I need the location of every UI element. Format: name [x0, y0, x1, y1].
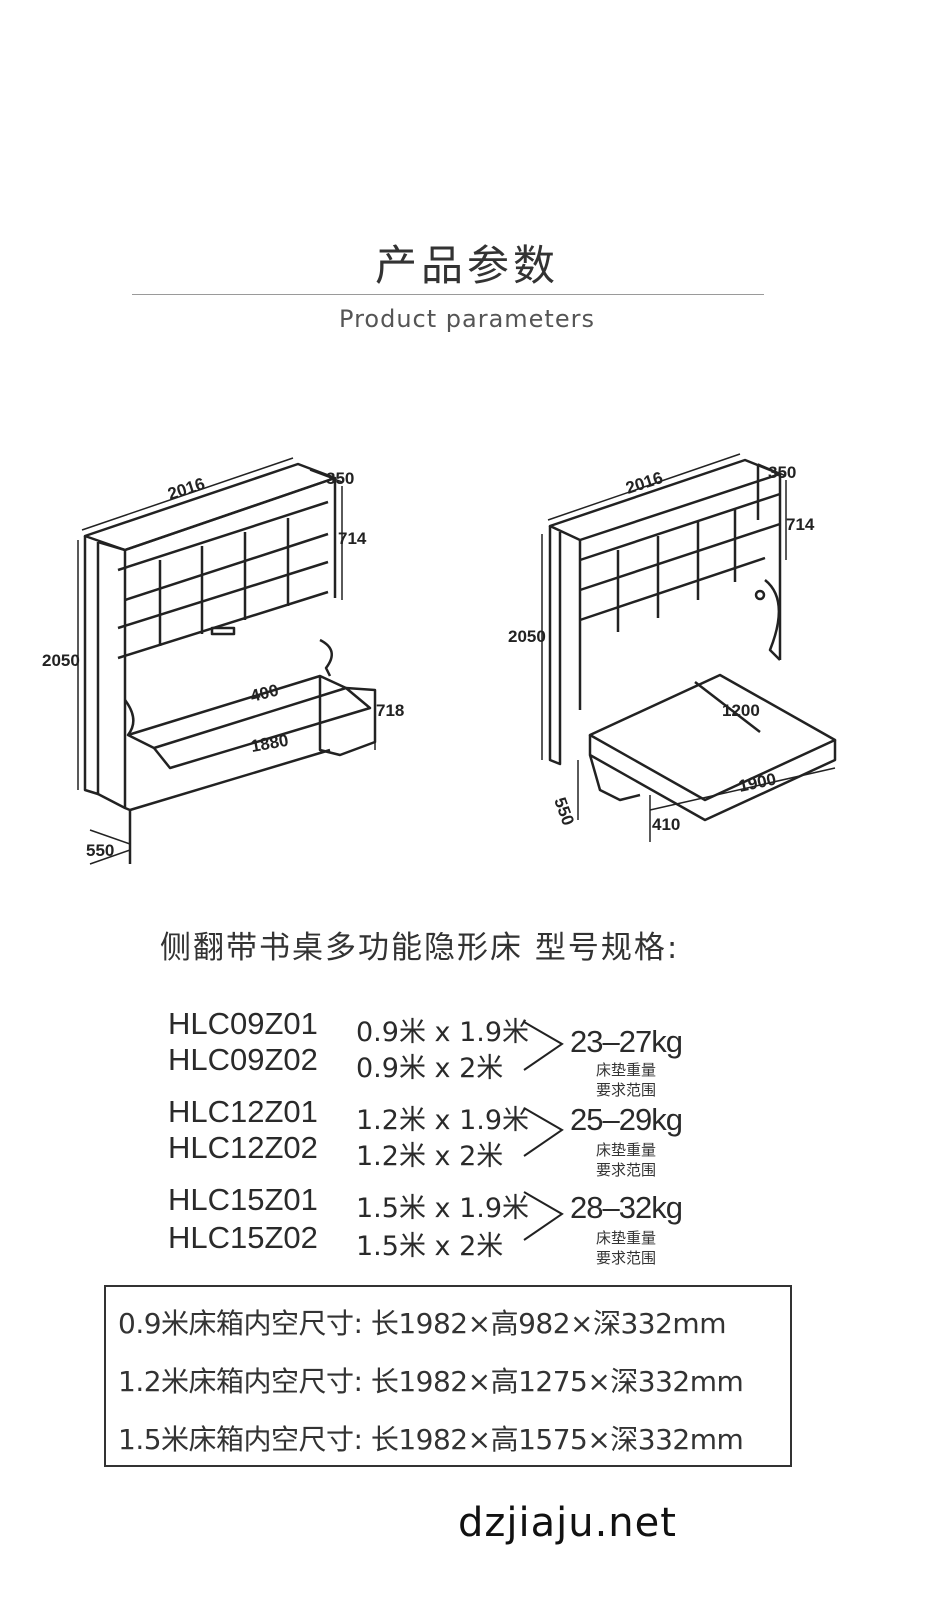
model-code: HLC12Z01 — [168, 1094, 318, 1129]
weight-note: 床垫重量 — [595, 1061, 656, 1079]
group-brace-icon — [523, 1107, 564, 1157]
drawing-desk-mode: 2016 350 714 2050 400 718 1880 550 — [42, 457, 404, 865]
dim-depth-top: 350 — [326, 469, 354, 488]
dim-depth-top: 350 — [768, 463, 796, 482]
dim-width-top: 2016 — [165, 474, 207, 504]
group-brace-icon — [523, 1191, 564, 1241]
dim-shelf-height: 714 — [338, 529, 367, 548]
model-size: 1.2米 x 2米 — [356, 1141, 504, 1172]
dim-bed-height: 410 — [652, 815, 680, 834]
dim-bed-length: 1900 — [737, 769, 778, 795]
drawing-bed-mode: 2016 350 714 2050 1200 1900 550 410 — [508, 453, 837, 842]
weight-range: 25–29kg — [570, 1102, 683, 1137]
weight-range: 23–27kg — [570, 1024, 683, 1059]
dim-bed-width: 1200 — [722, 701, 760, 720]
model-code: HLC15Z01 — [168, 1182, 318, 1217]
model-code: HLC12Z02 — [168, 1130, 318, 1165]
model-code: HLC15Z02 — [168, 1220, 318, 1255]
dim-desk-depth: 400 — [248, 681, 280, 706]
model-size: 0.9米 x 1.9米 — [356, 1017, 530, 1048]
weight-note: 要求范围 — [595, 1249, 656, 1267]
model-size: 0.9米 x 2米 — [356, 1053, 504, 1084]
page-subtitle: Product parameters — [339, 305, 595, 333]
dim-base-depth: 550 — [550, 795, 578, 828]
spec-title: 侧翻带书桌多功能隐形床 型号规格: — [160, 930, 680, 966]
inner-size-line: 0.9米床箱内空尺寸: 长1982×高982×深332mm — [118, 1307, 726, 1340]
weight-note: 要求范围 — [595, 1081, 656, 1099]
dim-desk-height: 718 — [376, 701, 404, 720]
inner-size-box — [104, 1285, 792, 1467]
dim-base-depth: 550 — [86, 841, 114, 860]
dim-total-height: 2050 — [42, 651, 80, 670]
group-brace-icon — [523, 1021, 564, 1071]
model-code: HLC09Z02 — [168, 1042, 318, 1077]
dim-desk-width: 1880 — [249, 731, 290, 756]
title-divider — [132, 294, 764, 295]
model-size: 1.2米 x 1.9米 — [356, 1105, 530, 1136]
dim-shelf-height: 714 — [786, 515, 815, 534]
model-size: 1.5米 x 1.9米 — [356, 1193, 530, 1224]
weight-note: 床垫重量 — [595, 1229, 656, 1247]
dim-total-height: 2050 — [508, 627, 546, 646]
site-watermark: dzjiaju.net — [458, 1500, 677, 1546]
inner-size-line: 1.5米床箱内空尺寸: 长1982×高1575×深332mm — [118, 1423, 744, 1456]
page-title: 产品参数 — [374, 241, 559, 290]
weight-note: 床垫重量 — [595, 1141, 656, 1159]
model-size: 1.5米 x 2米 — [356, 1231, 504, 1262]
inner-size-line: 1.2米床箱内空尺寸: 长1982×高1275×深332mm — [118, 1365, 744, 1398]
model-code: HLC09Z01 — [168, 1006, 318, 1041]
weight-note: 要求范围 — [595, 1161, 656, 1179]
weight-range: 28–32kg — [570, 1190, 683, 1225]
